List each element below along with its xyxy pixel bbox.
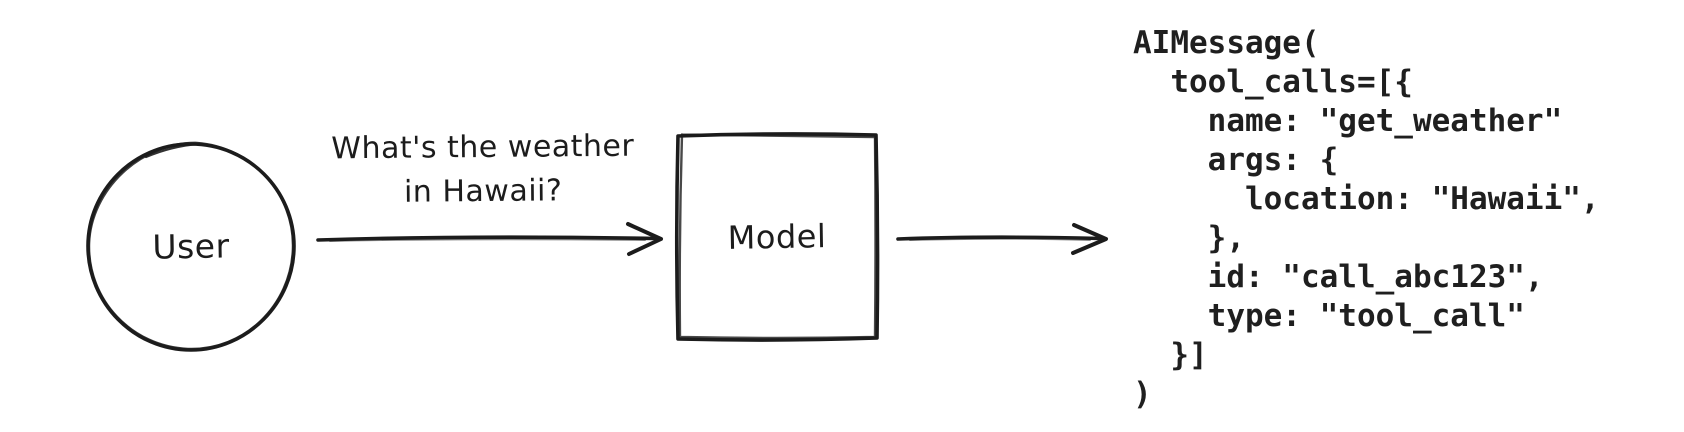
request-message-label: What's the weather in Hawaii? (303, 124, 664, 215)
request-message-line2: in Hawaii? (403, 173, 563, 210)
ai-message-code-block: AIMessage( tool_calls=[{ name: "get_weat… (1133, 25, 1600, 412)
user-circle-shape (86, 141, 296, 352)
request-arrow (316, 222, 663, 256)
user-node-label: User (152, 226, 230, 267)
request-message-line1: What's the weather (331, 128, 635, 167)
model-node-label: Model (727, 217, 827, 257)
output-arrow (896, 223, 1108, 255)
model-box-shape (674, 132, 880, 342)
